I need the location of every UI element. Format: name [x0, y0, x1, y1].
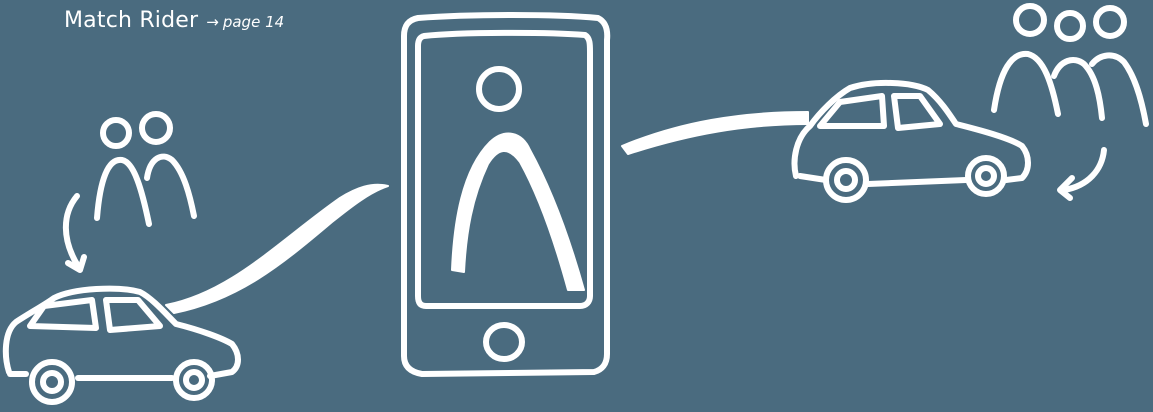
connection-swoosh: [166, 185, 388, 313]
person-icon: [452, 69, 584, 290]
connection-swoosh: [622, 112, 808, 154]
curved-arrow-icon: [66, 196, 84, 270]
two-people-icon: [97, 114, 194, 224]
curved-arrow-icon: [1060, 150, 1104, 198]
three-people-icon: [994, 6, 1146, 124]
